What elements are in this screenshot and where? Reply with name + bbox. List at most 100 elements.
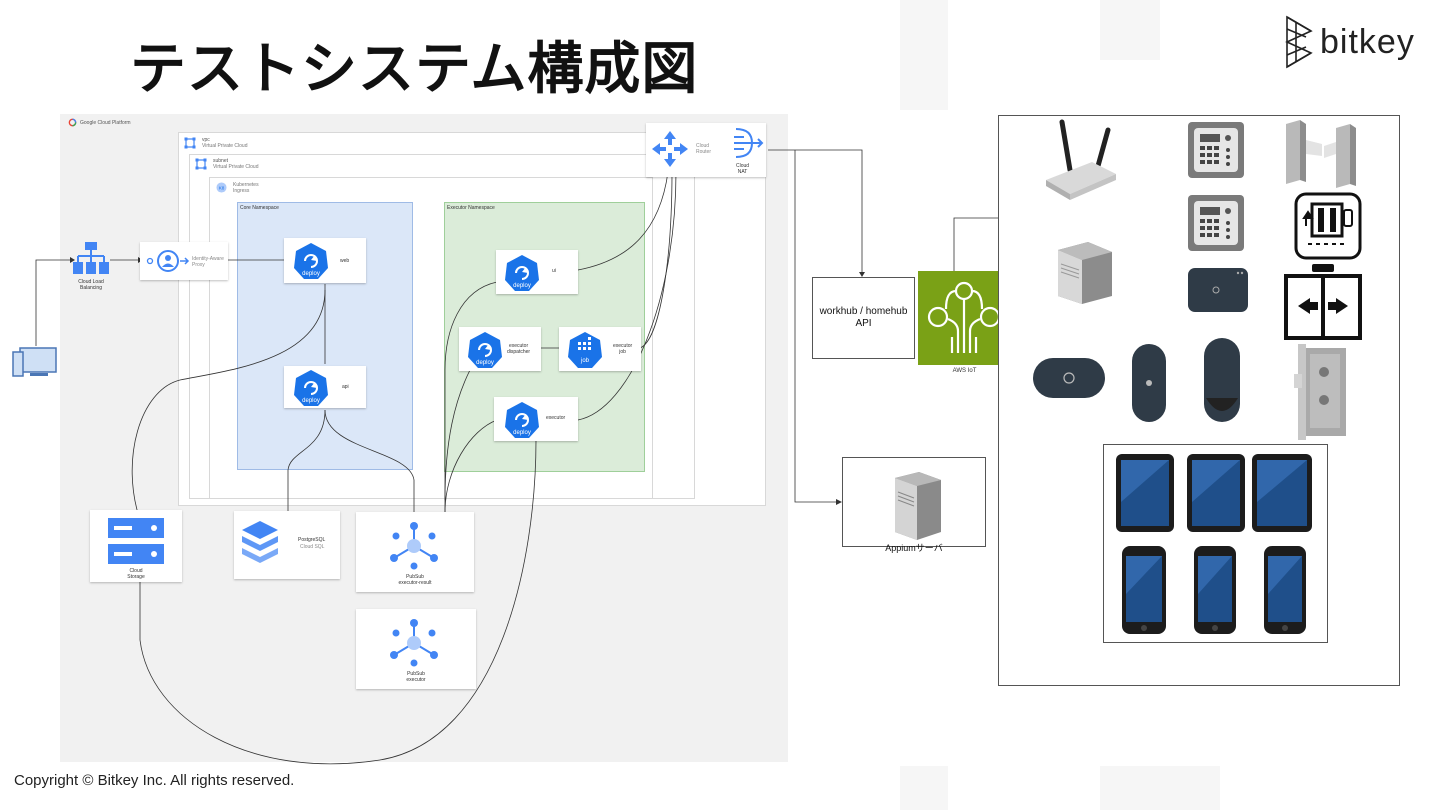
pubsub-result-icon bbox=[390, 522, 438, 570]
svg-text:deploy: deploy bbox=[513, 430, 531, 436]
automatic-door-icon bbox=[1284, 264, 1362, 340]
job-label: executor job bbox=[613, 343, 633, 355]
smart-lock-vertical-icon bbox=[1132, 344, 1166, 422]
line-dispatcher-pubsub bbox=[444, 369, 471, 501]
postgres-title: PostgreSQL bbox=[298, 537, 326, 543]
cloud-storage-icon bbox=[108, 518, 164, 564]
vpc-icon bbox=[184, 137, 196, 149]
gcp-platform-label: Google Cloud Platform bbox=[68, 118, 131, 127]
line-nat-api bbox=[768, 149, 863, 275]
ui-card: deploy ui bbox=[496, 250, 578, 294]
tablet-icon bbox=[1187, 454, 1245, 532]
server-icon bbox=[895, 472, 941, 540]
cloud-router-icon bbox=[652, 131, 688, 167]
ui-deploy-icon: deploy bbox=[505, 255, 539, 291]
line-web-storage bbox=[131, 289, 326, 521]
pubsub-executor-icon bbox=[390, 619, 438, 667]
aws-iot-icon bbox=[918, 271, 1011, 365]
bitkey-logo-text: bitkey bbox=[1320, 22, 1415, 61]
kubernetes-icon: K8 bbox=[216, 182, 227, 193]
cloud-router-label: Cloud Router bbox=[696, 143, 712, 155]
aws-iot-label: AWS IoT bbox=[952, 368, 977, 374]
svg-text:deploy: deploy bbox=[302, 398, 320, 404]
identity-aware-proxy-icon bbox=[146, 250, 190, 272]
smart-lock-tall-icon bbox=[1204, 338, 1240, 422]
line-nat-appium bbox=[794, 150, 840, 503]
background-shape bbox=[900, 766, 948, 810]
line-executor-pubsub bbox=[444, 419, 498, 513]
svg-text:deploy: deploy bbox=[302, 271, 320, 277]
subnet-icon bbox=[195, 158, 207, 170]
vpc-subtitle: Virtual Private Cloud bbox=[202, 143, 248, 149]
executor-deploy-icon: deploy bbox=[505, 402, 539, 438]
pubsub-result-card: PubSub executor-result bbox=[356, 512, 474, 592]
copyright-text: Copyright © Bitkey Inc. All rights reser… bbox=[14, 772, 295, 789]
executor-label: executor bbox=[546, 415, 566, 421]
smartphone-icon bbox=[1264, 546, 1306, 634]
api-label: api bbox=[342, 384, 349, 390]
kubernetes-subtitle: Ingress bbox=[233, 188, 250, 194]
ui-label: ui bbox=[552, 268, 556, 274]
cloud-nat-label: Cloud NAT bbox=[736, 163, 750, 175]
executor-namespace-label: Executor Namespace bbox=[447, 205, 495, 211]
svg-text:K8: K8 bbox=[219, 185, 225, 190]
subnet-title: subnet bbox=[213, 158, 229, 164]
line-iot-devices bbox=[953, 217, 1000, 271]
job-card: job executor job bbox=[559, 327, 641, 371]
dispatcher-label: executor dispatcher bbox=[507, 343, 531, 355]
appium-server-label: Appiumサーバ bbox=[885, 543, 943, 553]
client-computer-icon bbox=[12, 347, 57, 377]
svg-text:job: job bbox=[580, 358, 590, 364]
page-title: テストシステム構成図 bbox=[130, 37, 699, 102]
cloud-load-balancing-icon bbox=[73, 242, 109, 274]
load-balancer-label: Cloud Load Balancing bbox=[78, 279, 104, 291]
web-label: web bbox=[340, 258, 350, 264]
router-nat-card: Cloud Router Cloud NAT bbox=[646, 123, 766, 177]
svg-text:deploy: deploy bbox=[513, 283, 531, 289]
workhub-api-label: workhub / homehub API bbox=[819, 305, 908, 330]
keypad-icon bbox=[1188, 195, 1244, 251]
pubsub-result-label: PubSub executor-result bbox=[398, 574, 432, 586]
background-shape bbox=[900, 0, 948, 110]
postgres-subtitle: Cloud SQL bbox=[300, 544, 325, 550]
keypad-icon bbox=[1188, 122, 1244, 178]
cloud-storage-label: Cloud Storage bbox=[127, 568, 145, 580]
line-executor-router bbox=[577, 171, 677, 421]
smart-lock-icon bbox=[1033, 358, 1105, 398]
line-executor-storage bbox=[139, 439, 537, 765]
vpc-title: vpc bbox=[202, 137, 210, 143]
smartphone-icon bbox=[1122, 546, 1166, 634]
line-api-pubsub bbox=[324, 409, 415, 512]
postgres-card: PostgreSQL Cloud SQL bbox=[234, 511, 340, 579]
job-icon: job bbox=[568, 332, 602, 368]
elevator-icon bbox=[1294, 192, 1362, 260]
web-card: deploy web bbox=[284, 238, 366, 283]
bitkey-logo: bitkey bbox=[1284, 14, 1424, 70]
line-job-router bbox=[639, 171, 673, 349]
smartphone-icon bbox=[1194, 546, 1236, 634]
gcp-platform-text: Google Cloud Platform bbox=[80, 119, 131, 126]
web-deploy-icon: deploy bbox=[294, 243, 328, 279]
pubsub-executor-card: PubSub executor bbox=[356, 609, 476, 689]
dispatcher-deploy-icon: deploy bbox=[468, 332, 502, 368]
kubernetes-title: Kubernetes bbox=[233, 182, 259, 188]
line-client-lb bbox=[35, 259, 70, 346]
cloud-sql-icon bbox=[242, 521, 278, 563]
cloud-storage-card: Cloud Storage bbox=[90, 510, 182, 582]
server-tower-icon bbox=[1058, 242, 1112, 304]
bitkey-logo-icon bbox=[1285, 15, 1313, 69]
iap-card: Identity-Aware Proxy bbox=[140, 242, 228, 280]
iap-label: Identity-Aware Proxy bbox=[192, 256, 224, 268]
tablet-icon bbox=[1116, 454, 1174, 532]
security-gate-icon bbox=[1286, 120, 1356, 188]
core-namespace-label: Core Namespace bbox=[240, 205, 279, 211]
mortise-lock-icon bbox=[1294, 344, 1346, 440]
line-ui-router bbox=[577, 171, 669, 271]
smart-hub-icon bbox=[1188, 268, 1248, 312]
appium-server-box bbox=[842, 457, 986, 547]
dispatcher-card: deploy executor dispatcher bbox=[459, 327, 541, 371]
